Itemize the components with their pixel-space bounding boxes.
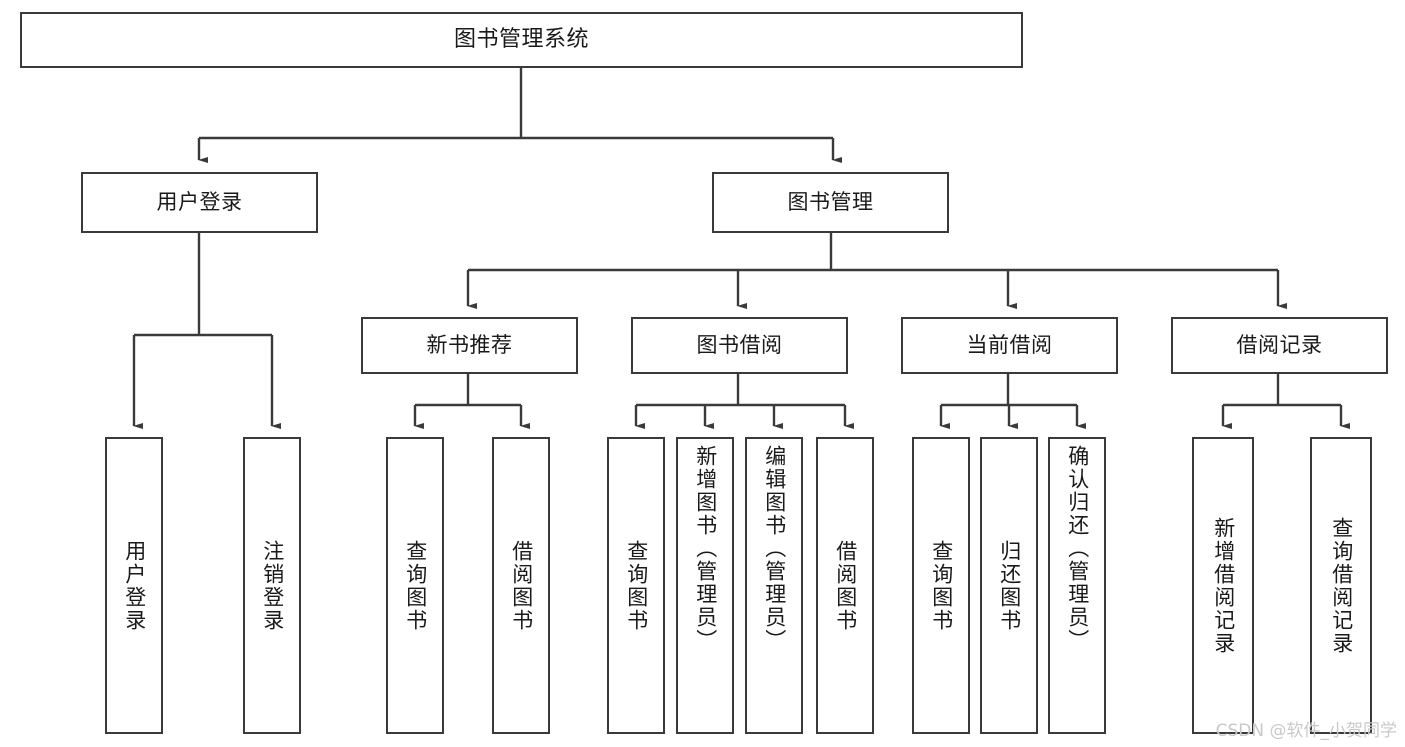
leaf-current-borrow-return-book[interactable]: 归还图书 — [980, 437, 1038, 734]
node-label: 借阅图书 — [509, 539, 534, 632]
leaf-current-borrow-query-book[interactable]: 查询图书 — [912, 437, 970, 734]
node-label: 用户登录 — [122, 539, 147, 632]
node-label: 查询图书 — [929, 539, 954, 632]
node-label: 注销登录 — [260, 539, 285, 632]
node-label: 新书推荐 — [426, 333, 513, 358]
node-root-book-management-system[interactable]: 图书管理系统 — [20, 12, 1023, 68]
node-new-book-recommend[interactable]: 新书推荐 — [361, 317, 578, 374]
node-book-management[interactable]: 图书管理 — [712, 172, 949, 233]
leaf-user-login-login[interactable]: 用户登录 — [105, 437, 163, 734]
leaf-borrow-record-query-record[interactable]: 查询借阅记录 — [1310, 437, 1372, 734]
leaf-book-borrow-query-book[interactable]: 查询图书 — [607, 437, 665, 734]
node-label: 新增图书（管理员） — [693, 445, 718, 652]
leaf-user-login-logout[interactable]: 注销登录 — [243, 437, 301, 734]
node-label: 查询图书 — [624, 539, 649, 632]
leaf-new-book-borrow-book[interactable]: 借阅图书 — [492, 437, 550, 734]
node-label: 查询图书 — [403, 539, 428, 632]
csdn-watermark: CSDN @软件_小贺同学 — [1215, 721, 1397, 741]
node-user-login[interactable]: 用户登录 — [81, 172, 318, 233]
node-label: 确认归还（管理员） — [1065, 445, 1090, 652]
node-label: 编辑图书（管理员） — [762, 445, 787, 652]
leaf-book-borrow-edit-book-admin[interactable]: 编辑图书（管理员） — [745, 437, 803, 734]
node-label: 图书管理系统 — [453, 27, 589, 53]
node-label: 归还图书 — [997, 539, 1022, 632]
node-label: 图书管理 — [787, 190, 874, 215]
leaf-current-borrow-confirm-return-admin[interactable]: 确认归还（管理员） — [1048, 437, 1106, 734]
node-label: 图书借阅 — [696, 333, 783, 358]
node-current-borrow[interactable]: 当前借阅 — [901, 317, 1118, 374]
node-label: 查询借阅记录 — [1329, 516, 1354, 655]
leaf-new-book-query-book[interactable]: 查询图书 — [386, 437, 444, 734]
node-book-borrow[interactable]: 图书借阅 — [631, 317, 848, 374]
node-label: 借阅记录 — [1236, 333, 1323, 358]
leaf-borrow-record-add-record[interactable]: 新增借阅记录 — [1192, 437, 1254, 734]
leaf-book-borrow-borrow-book[interactable]: 借阅图书 — [816, 437, 874, 734]
node-label: 用户登录 — [156, 190, 243, 215]
node-borrow-record[interactable]: 借阅记录 — [1171, 317, 1388, 374]
node-label: 当前借阅 — [966, 333, 1053, 358]
node-label: 新增借阅记录 — [1211, 516, 1236, 655]
leaf-book-borrow-add-book-admin[interactable]: 新增图书（管理员） — [676, 437, 734, 734]
node-label: 借阅图书 — [833, 539, 858, 632]
